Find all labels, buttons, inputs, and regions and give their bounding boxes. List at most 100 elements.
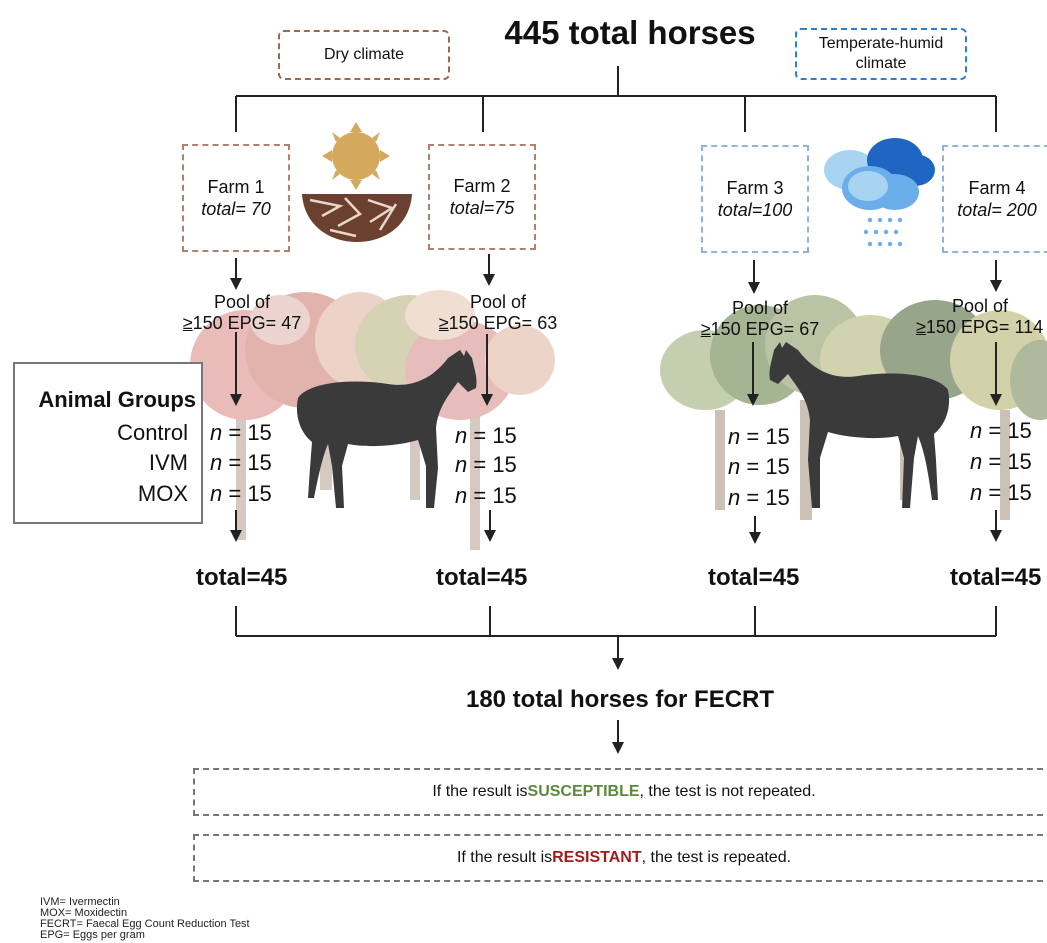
n-value: = 15 <box>982 449 1032 474</box>
connector-lines <box>235 66 997 660</box>
pool-epg: ≥150 EPG= 63 <box>428 313 568 334</box>
farm-group-total-3: total=45 <box>708 564 800 591</box>
group-label-mox: MOX <box>137 481 188 506</box>
rain-cloud-icon <box>824 138 935 247</box>
farm-name: Farm 2 <box>453 176 511 196</box>
animal-groups-title: Animal Groups <box>38 387 196 412</box>
pool-line: Pool of <box>952 296 1009 316</box>
pool-ge: ≥ <box>700 319 711 339</box>
result-text-before: If the result is <box>432 783 528 800</box>
pool-line: Pool of <box>213 292 271 312</box>
farm-group-total-1: total=45 <box>196 564 288 591</box>
pool-rest: 150 EPG= 114 <box>925 317 1044 337</box>
farm-box-3: Farm 3 total=100 <box>701 145 809 253</box>
n-value: = 15 <box>740 424 790 449</box>
susceptible-keyword: SUSCEPTIBLE <box>527 783 640 800</box>
farm-name: Farm 1 <box>207 177 265 197</box>
n-value: = 15 <box>222 450 272 475</box>
pool-label-4: Pool of ≥150 EPG= 114 <box>910 296 1047 338</box>
pool-label-1: Pool of ≥150 EPG= 47 <box>172 292 312 334</box>
group-count: n = 15 <box>970 418 1032 444</box>
animal-groups-box <box>13 362 203 524</box>
pool-ge: ≥ <box>182 313 193 333</box>
n-value: = 15 <box>740 485 790 510</box>
group-label-ivm: IVM <box>148 450 188 475</box>
n-symbol: n <box>210 481 223 506</box>
farm-total-horses: total= 70 <box>201 199 271 219</box>
sun-icon <box>322 122 390 190</box>
susceptible-result-box: If the result is SUSCEPTIBLE, the test i… <box>193 768 1047 816</box>
farm-box-1: Farm 1 total= 70 <box>182 144 290 252</box>
farm-box-4: Farm 4 total= 200 <box>942 145 1047 253</box>
legend-ivm: IVM= Ivermectin <box>40 896 120 908</box>
n-value: = 15 <box>740 454 790 479</box>
fecrt-total: 180 total horses for FECRT <box>465 686 775 713</box>
horse-icon <box>296 350 477 508</box>
pool-label-3: Pool of ≥150 EPG= 67 <box>690 298 830 340</box>
farm-name: Farm 3 <box>726 178 784 198</box>
resistant-keyword: RESISTANT <box>552 849 642 866</box>
pool-rest: 150 EPG= 67 <box>710 319 820 339</box>
n-symbol: n <box>455 483 468 508</box>
group-label-control: Control <box>117 420 188 445</box>
group-count: n = 15 <box>210 450 272 476</box>
dry-climate-box: Dry climate <box>278 30 450 80</box>
humid-climate-box: Temperate-humid climate <box>795 28 967 80</box>
group-count: n = 15 <box>728 485 790 511</box>
farm-name: Farm 4 <box>968 178 1026 198</box>
pool-ge: ≥ <box>916 317 926 337</box>
n-value: = 15 <box>222 481 272 506</box>
n-symbol: n <box>455 452 468 477</box>
group-count: n = 15 <box>728 454 790 480</box>
farm-box-2: Farm 2 total=75 <box>428 144 536 250</box>
pool-ge: ≥ <box>438 313 449 333</box>
group-count: n = 15 <box>728 424 790 450</box>
result-text-after: , the test is repeated. <box>641 849 792 866</box>
n-value: = 15 <box>467 483 517 508</box>
arrow-icons <box>230 254 1002 754</box>
pool-label-2: Pool of ≥150 EPG= 63 <box>428 292 568 334</box>
pool-rest: 150 EPG= 47 <box>192 313 302 333</box>
dry-climate-label: Dry climate <box>323 46 404 63</box>
n-symbol: n <box>210 450 223 475</box>
group-count: n = 15 <box>970 449 1032 475</box>
pool-rest: 150 EPG= 63 <box>448 313 558 333</box>
pool-epg: ≥150 EPG= 47 <box>172 313 312 334</box>
horse-icon <box>769 342 950 508</box>
legend-epg: EPG= Eggs per gram <box>40 929 145 941</box>
group-count: n = 15 <box>455 452 517 478</box>
farm-total-horses: total=100 <box>717 200 793 220</box>
n-value: = 15 <box>982 418 1032 443</box>
n-symbol: n <box>728 485 741 510</box>
humid-climate-label: Temperate-humid climate <box>818 35 944 72</box>
resistant-result-box: If the result is RESISTANT, the test is … <box>193 834 1047 882</box>
n-symbol: n <box>728 424 741 449</box>
diagram-title: 445 total horses <box>504 14 756 51</box>
pool-epg: ≥150 EPG= 114 <box>910 317 1047 338</box>
n-symbol: n <box>728 454 741 479</box>
farm-total-horses: total= 200 <box>957 200 1037 220</box>
n-symbol: n <box>455 423 468 448</box>
pool-line: Pool of <box>731 298 789 318</box>
n-symbol: n <box>970 418 983 443</box>
farm-total-horses: total=75 <box>449 198 515 218</box>
n-value: = 15 <box>982 480 1032 505</box>
group-count: n = 15 <box>210 420 272 446</box>
n-symbol: n <box>970 449 983 474</box>
pool-line: Pool of <box>469 292 527 312</box>
group-count: n = 15 <box>455 423 517 449</box>
n-symbol: n <box>210 420 223 445</box>
n-value: = 15 <box>467 452 517 477</box>
n-value: = 15 <box>467 423 517 448</box>
result-text-before: If the result is <box>456 849 553 866</box>
pool-epg: ≥150 EPG= 67 <box>690 319 830 340</box>
farm-group-total-2: total=45 <box>436 564 528 591</box>
result-text-after: , the test is not repeated. <box>639 783 816 800</box>
group-count: n = 15 <box>455 483 517 509</box>
n-symbol: n <box>970 480 983 505</box>
cracked-earth-icon <box>302 194 412 242</box>
n-value: = 15 <box>222 420 272 445</box>
group-count: n = 15 <box>210 481 272 507</box>
